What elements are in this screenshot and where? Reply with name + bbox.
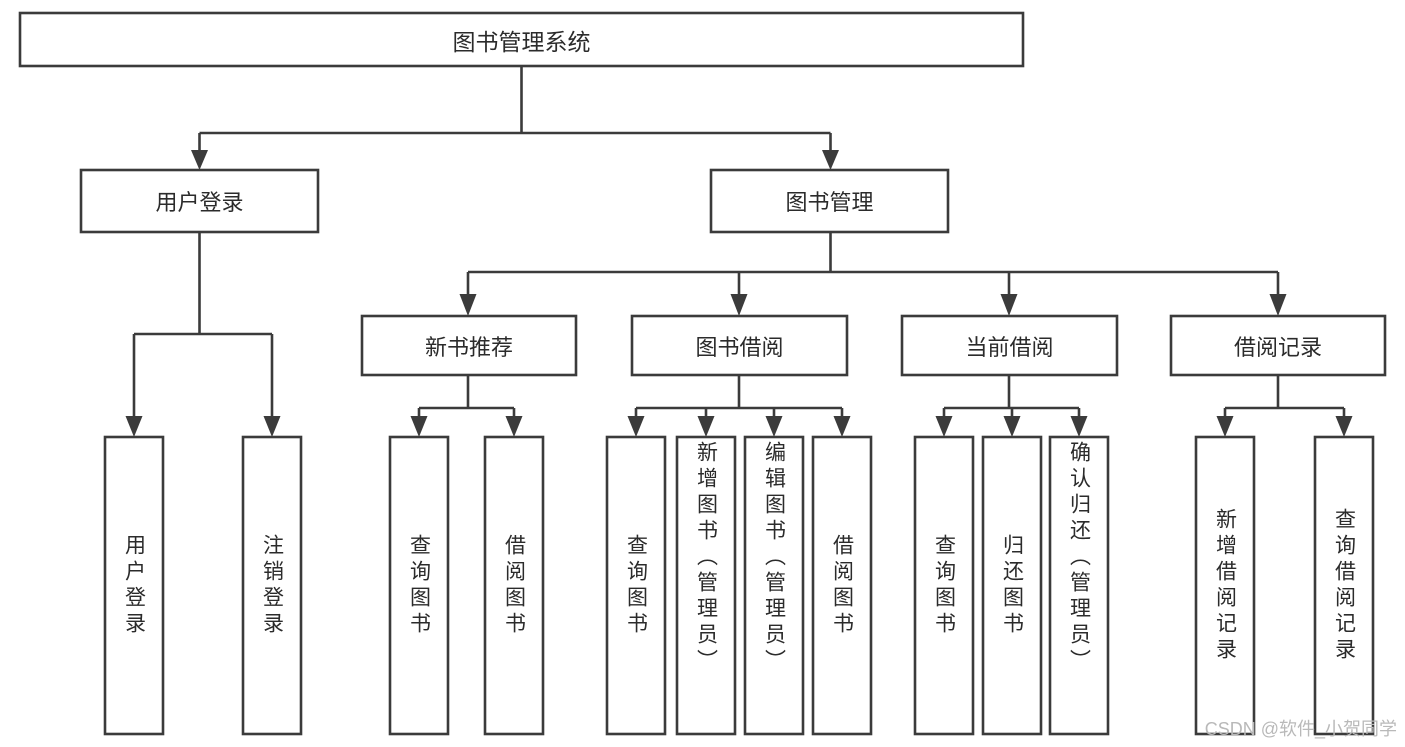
arrow-head-leaf-return-book (1003, 416, 1021, 437)
node-box-current-borrow[interactable] (900, 314, 1119, 377)
arrow-head-new-book-recommend (459, 294, 477, 316)
node-box-book-borrow[interactable] (630, 314, 849, 377)
connector-group-current-borrow (935, 375, 1088, 437)
arrow-head-borrow-record (1269, 294, 1287, 316)
node-box-leaf-query-book-3[interactable] (913, 435, 975, 736)
arrow-head-leaf-query-record (1335, 416, 1353, 437)
node-box-leaf-borrow-book-1[interactable] (483, 435, 545, 736)
node-box-leaf-confirm-return[interactable] (1048, 435, 1110, 736)
arrow-head-user-login (191, 150, 208, 170)
arrow-head-leaf-confirm-return (1070, 416, 1088, 437)
node-box-root[interactable] (18, 11, 1025, 68)
arrow-head-leaf-query-book-3 (935, 416, 953, 437)
arrow-head-leaf-user-login (125, 416, 143, 437)
node-box-book-manage[interactable] (709, 168, 950, 234)
arrow-head-leaf-edit-book (765, 416, 783, 437)
arrow-head-leaf-borrow-book-2 (833, 416, 851, 437)
node-box-leaf-user-login[interactable] (103, 435, 165, 736)
node-box-leaf-borrow-book-2[interactable] (811, 435, 873, 736)
node-box-leaf-add-record[interactable] (1194, 435, 1256, 736)
arrow-head-book-manage (822, 150, 839, 170)
arrow-head-leaf-add-book (697, 416, 715, 437)
connector-group-new-book-recommend (410, 375, 523, 437)
node-box-leaf-query-record[interactable] (1313, 435, 1375, 736)
node-box-leaf-query-book-2[interactable] (605, 435, 667, 736)
node-box-user-login[interactable] (79, 168, 320, 234)
arrow-head-book-borrow (730, 294, 748, 316)
node-box-borrow-record[interactable] (1169, 314, 1387, 377)
arrow-head-current-borrow (1000, 294, 1018, 316)
connector-group-user-login (125, 232, 281, 437)
node-box-leaf-query-book-1[interactable] (388, 435, 450, 736)
node-box-leaf-edit-book[interactable] (743, 435, 805, 736)
node-box-leaf-add-book[interactable] (675, 435, 737, 736)
arrow-head-leaf-query-book-2 (627, 416, 645, 437)
connector-group-book-manage (459, 232, 1287, 316)
arrow-head-leaf-user-logout (263, 416, 281, 437)
node-box-new-book-recommend[interactable] (360, 314, 578, 377)
arrow-head-leaf-borrow-book-1 (505, 416, 523, 437)
node-box-leaf-return-book[interactable] (981, 435, 1043, 736)
connector-group-book-borrow (627, 375, 851, 437)
connector-group-root (191, 66, 839, 170)
node-box-leaf-user-logout[interactable] (241, 435, 303, 736)
arrow-head-leaf-query-book-1 (410, 416, 428, 437)
connector-group-borrow-record (1216, 375, 1353, 437)
arrow-head-leaf-add-record (1216, 416, 1234, 437)
